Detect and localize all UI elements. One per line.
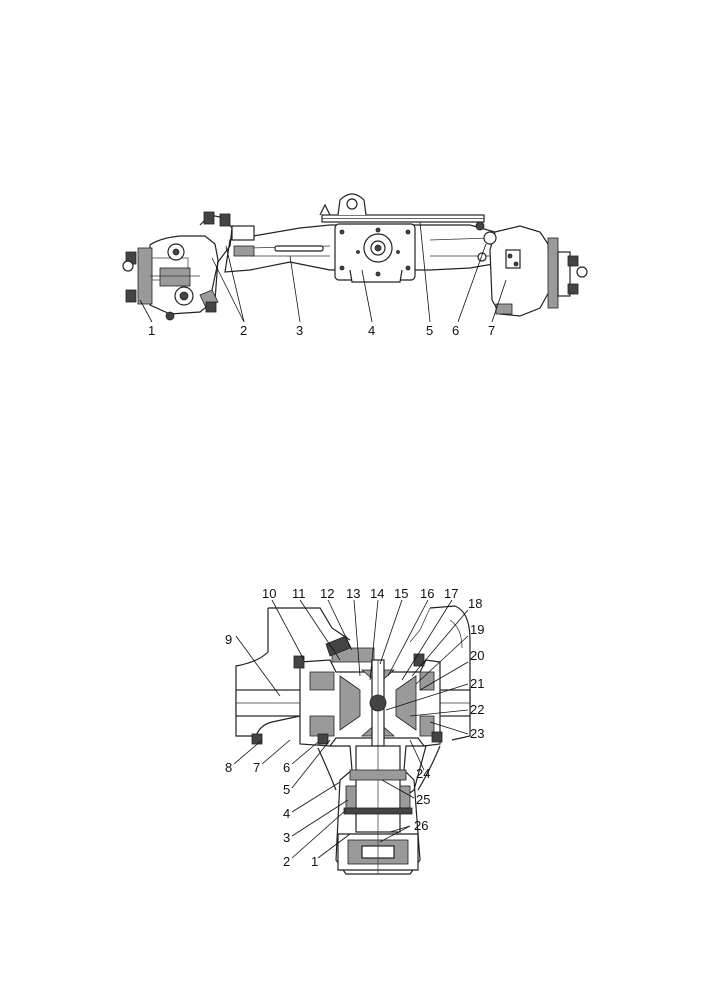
callout-label: 3 [296,323,303,338]
callout-label: 19 [470,622,484,637]
callout-label: 23 [470,726,484,741]
callout-label: 7 [253,760,260,775]
callout-label: 4 [368,323,375,338]
axle-assembly-drawing [122,193,588,321]
callout-label: 5 [426,323,433,338]
callout-label: 1 [311,854,318,869]
callout-label: 1 [148,323,155,338]
bottom-figure-labels: 1 2 3 4 5 6 7 8 9 10 11 12 13 14 15 16 1… [225,586,484,869]
callout-label: 21 [470,676,484,691]
differential-section-drawing [235,605,471,875]
callout-label: 10 [262,586,276,601]
callout-label: 18 [468,596,482,611]
callout-label: 2 [283,854,290,869]
callout-label: 26 [414,818,428,833]
callout-label: 6 [283,760,290,775]
callout-label: 16 [420,586,434,601]
callout-label: 15 [394,586,408,601]
callout-label: 6 [452,323,459,338]
callout-label: 9 [225,632,232,647]
callout-label: 2 [240,323,247,338]
callout-label: 17 [444,586,458,601]
callout-label: 3 [283,830,290,845]
callout-label: 5 [283,782,290,797]
bottom-figure-leaders [233,599,469,859]
callout-label: 14 [370,586,384,601]
callout-label: 8 [225,760,232,775]
callout-label: 12 [320,586,334,601]
callout-label: 4 [283,806,290,821]
callout-label: 7 [488,323,495,338]
callout-label: 24 [416,766,430,781]
callout-label: 22 [470,702,484,717]
callout-label: 11 [292,586,306,601]
top-figure-labels: 1 2 3 4 5 6 7 [148,323,495,338]
callout-label: 13 [346,586,360,601]
top-figure-leaders [139,221,507,323]
callout-label: 25 [416,792,430,807]
callout-label: 20 [470,648,484,663]
